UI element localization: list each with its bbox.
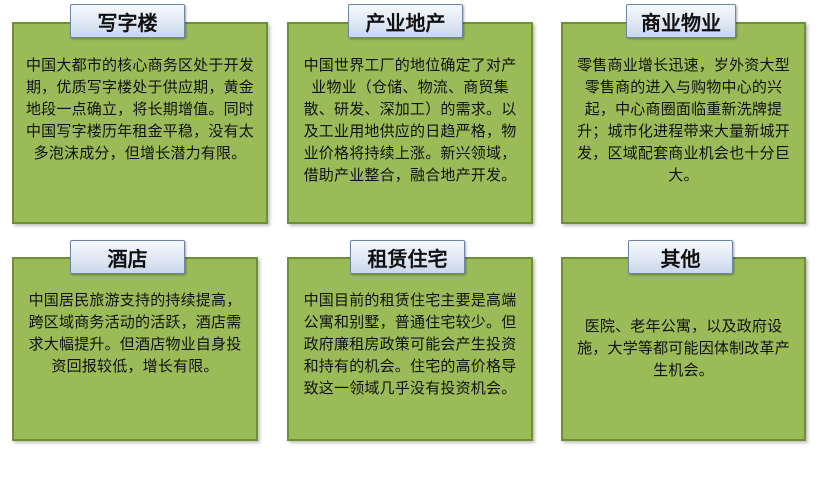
card-other: 医院、老年公寓，以及政府设施，大学等都可能因体制改革产生机会。 — [561, 257, 806, 441]
card-commercial-property-text: 零售商业增长迅速，岁外资大型零售商的进入与购物中心的兴起，中心商圈面临重新洗牌提… — [577, 56, 790, 184]
title-hotel: 酒店 — [70, 240, 185, 274]
title-industrial-property: 产业地产 — [348, 4, 463, 38]
card-office-text: 中国大都市的核心商务区处于开发期，优质写字楼处于供应期，黄金地段一点确立，将长期… — [25, 56, 254, 162]
card-rental-housing: 中国目前的租赁住宅主要是高端公寓和别墅，普通住宅较少。但政府廉租房政策可能会产生… — [287, 257, 533, 441]
card-commercial-property: 零售商业增长迅速，岁外资大型零售商的进入与购物中心的兴起，中心商圈面临重新洗牌提… — [561, 22, 806, 224]
card-other-text: 医院、老年公寓，以及政府设施，大学等都可能因体制改革产生机会。 — [577, 317, 790, 379]
title-commercial-property: 商业物业 — [626, 4, 736, 38]
card-industrial-property: 中国世界工厂的地位确定了对产业物业（仓储、物流、商贸集散、研发、深加工）的需求。… — [287, 22, 533, 224]
title-rental-housing: 租赁住宅 — [350, 240, 465, 274]
card-hotel-text: 中国居民旅游支持的持续提高，跨区域商务活动的活跃，酒店需求大幅提升。但酒店物业自… — [28, 291, 242, 375]
card-office: 中国大都市的核心商务区处于开发期，优质写字楼处于供应期，黄金地段一点确立，将长期… — [12, 22, 268, 224]
card-industrial-property-text: 中国世界工厂的地位确定了对产业物业（仓储、物流、商贸集散、研发、深加工）的需求。… — [303, 56, 517, 184]
title-office: 写字楼 — [70, 4, 185, 38]
card-hotel: 中国居民旅游支持的持续提高，跨区域商务活动的活跃，酒店需求大幅提升。但酒店物业自… — [12, 257, 258, 441]
card-rental-housing-text: 中国目前的租赁住宅主要是高端公寓和别墅，普通住宅较少。但政府廉租房政策可能会产生… — [303, 291, 517, 397]
title-other: 其他 — [628, 240, 733, 274]
